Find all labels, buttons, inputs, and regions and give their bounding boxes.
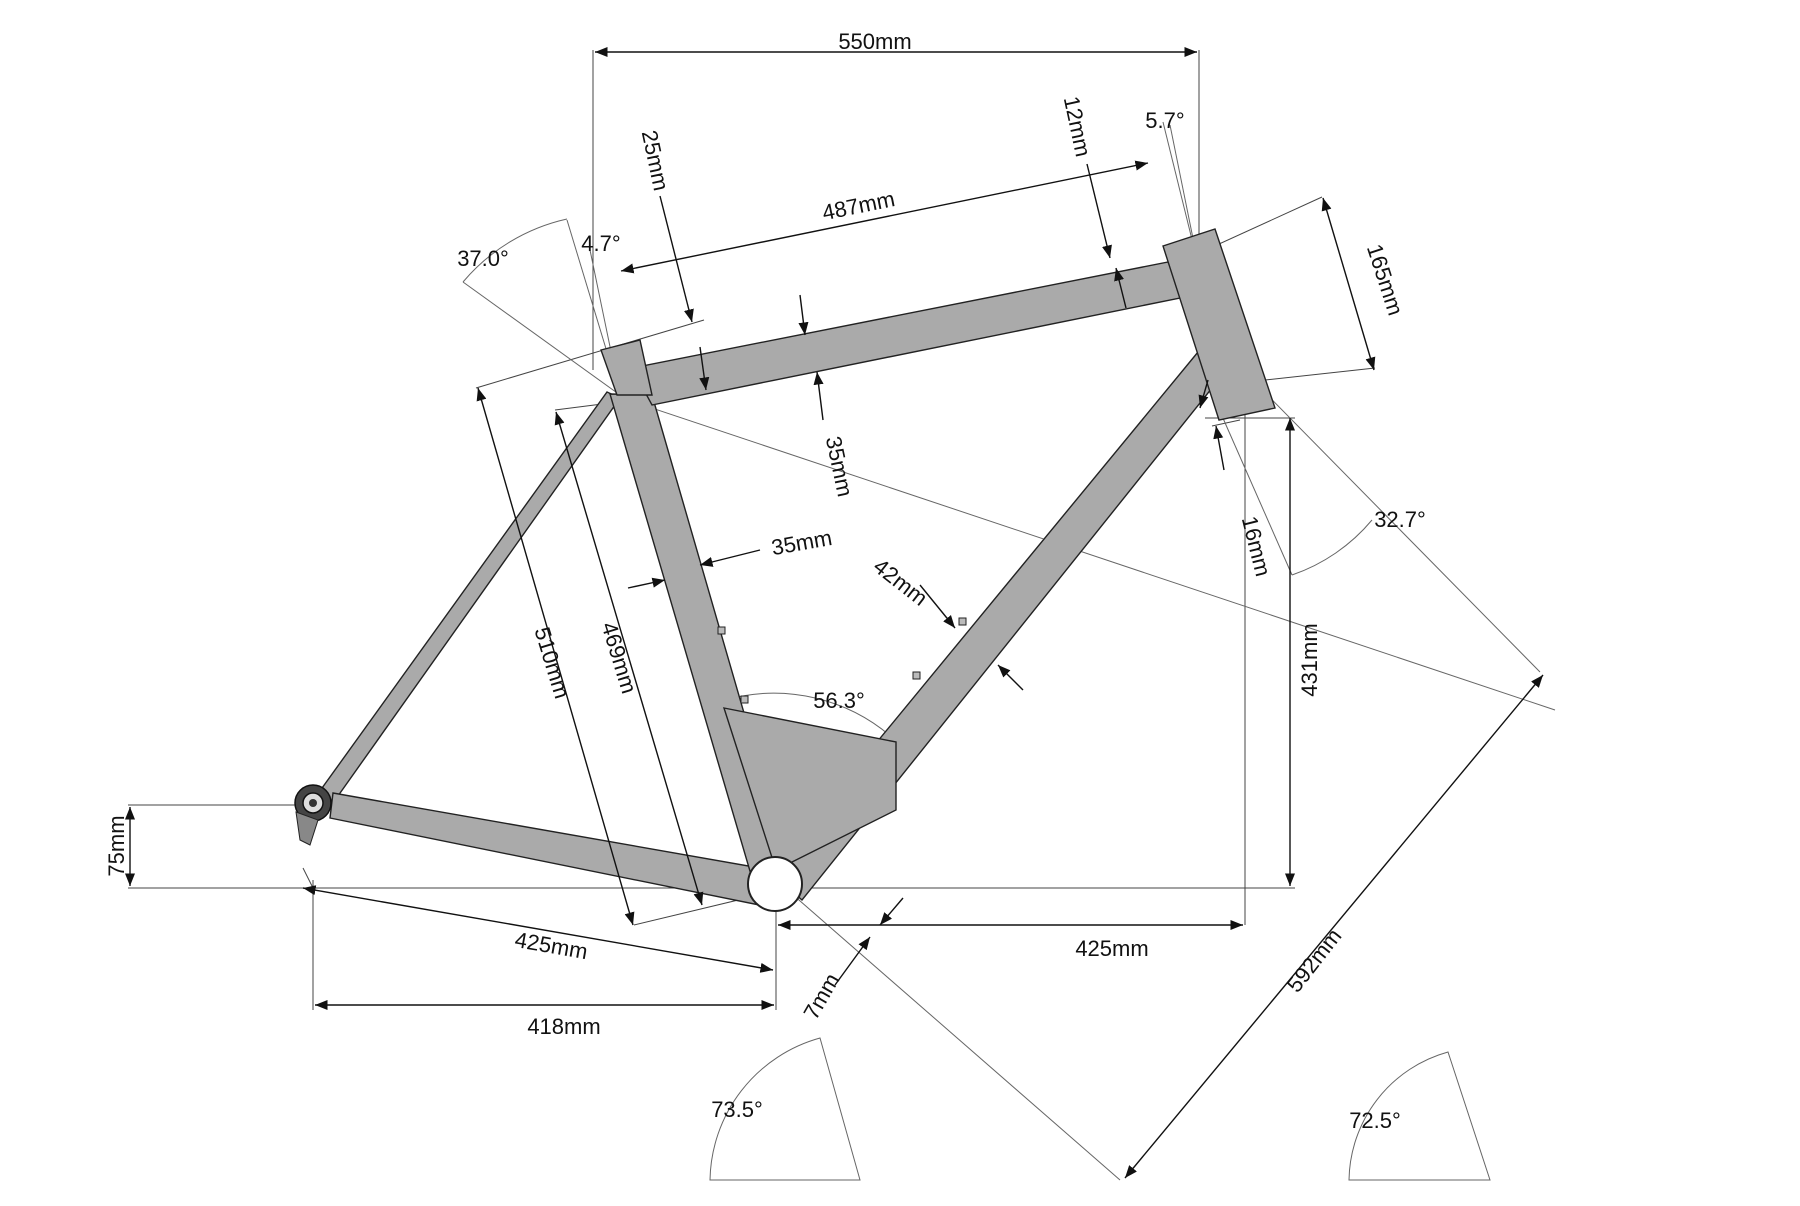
label-top-length: 550mm bbox=[838, 29, 911, 54]
label-head-tube-length: 165mm bbox=[1362, 241, 1408, 318]
bottom-bracket-shell bbox=[747, 856, 803, 912]
label-seat-down-angle: 56.3° bbox=[813, 688, 865, 713]
label-seat-angle-small: 4.7° bbox=[581, 231, 620, 256]
top-tube bbox=[630, 261, 1187, 406]
chain-stay bbox=[329, 792, 776, 909]
label-bb-offset: 7mm bbox=[798, 969, 844, 1024]
label-seat-tube-469: 469mm bbox=[596, 619, 641, 696]
label-top-tube-length: 487mm bbox=[820, 186, 897, 225]
seat-stay bbox=[315, 391, 622, 804]
label-stack: 431mm bbox=[1297, 623, 1322, 696]
rear-dropout bbox=[294, 784, 332, 846]
label-fork-offset: 16mm bbox=[1237, 514, 1276, 579]
seat-collar bbox=[600, 339, 653, 396]
label-top-tube-drop: 12mm bbox=[1059, 94, 1096, 159]
label-head-angle: 72.5° bbox=[1349, 1108, 1401, 1133]
label-reach: 592mm bbox=[1282, 924, 1347, 997]
label-seat-stay-angle: 37.0° bbox=[457, 246, 509, 271]
dimension-lines bbox=[124, 46, 1544, 1179]
head-tube bbox=[1162, 228, 1276, 421]
label-head-angle-32: 32.7° bbox=[1374, 507, 1426, 532]
label-head-angle-small: 5.7° bbox=[1145, 108, 1184, 133]
label-seat-tube-510: 510mm bbox=[529, 624, 574, 701]
bottle-bosses bbox=[717, 617, 967, 704]
label-seat-tube-dia: 35mm bbox=[769, 525, 834, 560]
label-bb-drop: 75mm bbox=[104, 815, 129, 876]
label-seat-offset: 25mm bbox=[637, 128, 674, 193]
label-front-center: 425mm bbox=[1075, 936, 1148, 961]
frame-tubes bbox=[315, 228, 1276, 909]
label-chainstay: 425mm bbox=[513, 927, 590, 964]
dimension-labels: 550mm 487mm 12mm 5.7° 165mm 25mm 4.7° 37… bbox=[104, 29, 1426, 1133]
label-seat-angle: 73.5° bbox=[711, 1097, 763, 1122]
seat-tube-lower bbox=[722, 707, 897, 871]
label-rear-center: 418mm bbox=[527, 1014, 600, 1039]
label-down-tube-dia: 42mm bbox=[869, 553, 933, 610]
